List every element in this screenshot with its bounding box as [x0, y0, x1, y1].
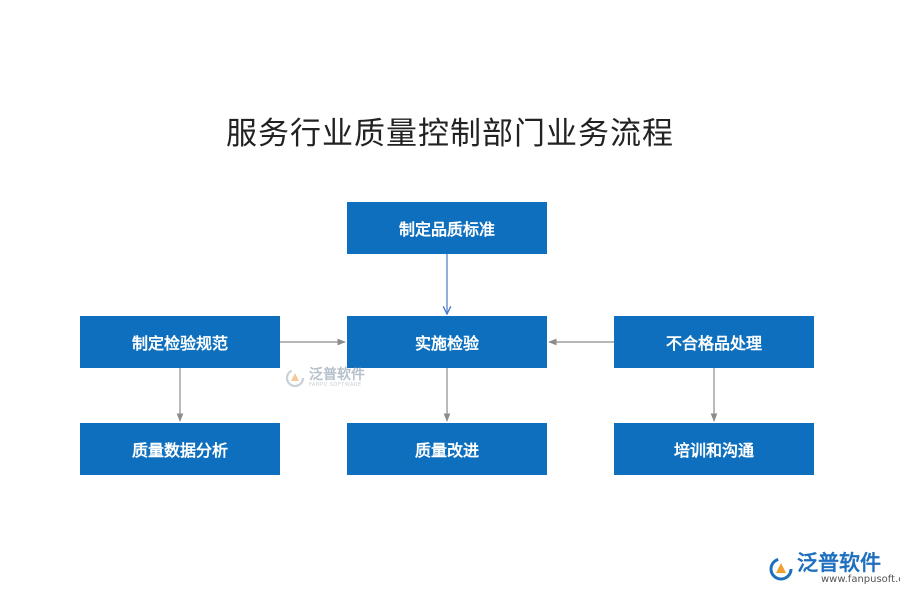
watermark-subtitle: FANPU SOFTWARE [309, 382, 362, 388]
node-inspection-spec: 制定检验规范 [80, 316, 280, 368]
diagram-title: 服务行业质量控制部门业务流程 [226, 116, 674, 152]
node-nonconforming: 不合格品处理 [614, 316, 814, 368]
fanpu-logo-icon [769, 557, 793, 581]
watermark-name: 泛普软件 [309, 367, 365, 383]
node-data-analysis: 质量数据分析 [80, 423, 280, 475]
corner-watermark-name: 泛普软件 [797, 551, 881, 575]
node-training: 培训和沟通 [614, 423, 814, 475]
node-standards: 制定品质标准 [347, 202, 547, 254]
node-improvement: 质量改进 [347, 423, 547, 475]
fanpu-logo-icon [285, 368, 305, 388]
center-watermark: 泛普软件 FANPU SOFTWARE [285, 368, 365, 388]
node-implement: 实施检验 [347, 316, 547, 368]
corner-watermark-url: www.fanpusoft.com [821, 574, 900, 585]
corner-watermark: 泛普软件 www.fanpusoft.com [768, 552, 900, 586]
